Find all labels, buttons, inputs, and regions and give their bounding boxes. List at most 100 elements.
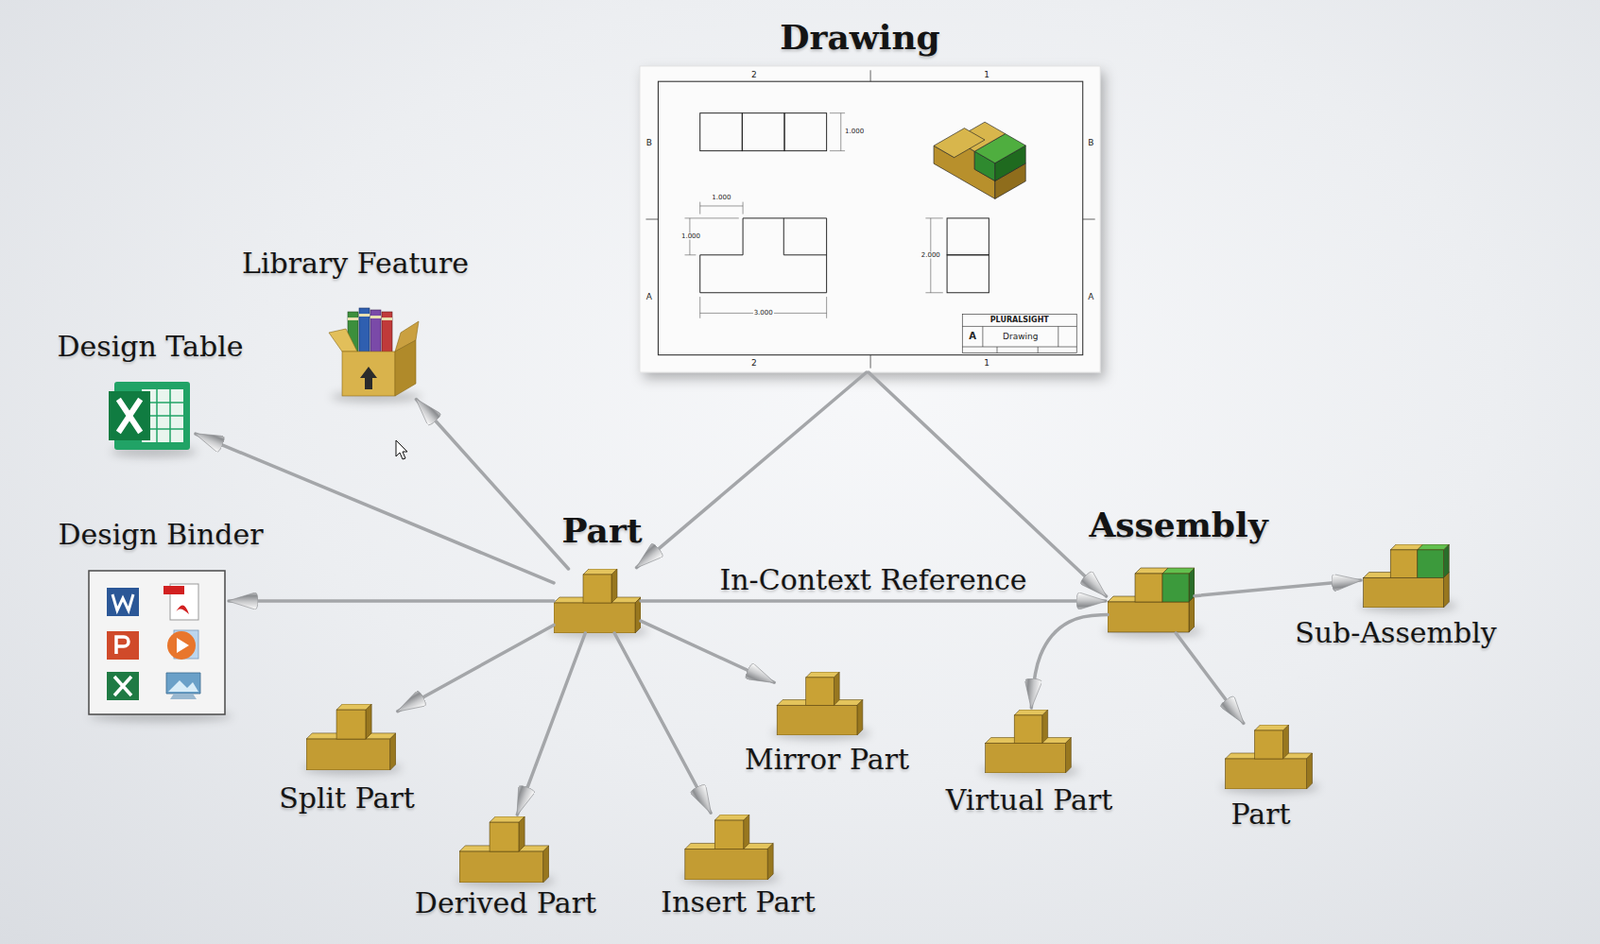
dimension-lines: [840, 113, 842, 152]
dimension-lines: [685, 254, 697, 256]
dimension-lines: [700, 205, 743, 207]
binder-panel-icon: [112, 594, 134, 611]
part-figures: [1225, 724, 1313, 790]
sheet-annotation: B: [646, 138, 653, 148]
dimension-lines: [685, 113, 944, 319]
part-figures: [459, 816, 550, 883]
binder-panel-icon: [175, 604, 190, 615]
binder-panel-icon: [114, 676, 132, 696]
insert-part-node: Insert Part: [684, 814, 775, 880]
dimension-lines: [742, 202, 744, 215]
part-figures: [985, 709, 1072, 774]
zone-ticks: [645, 219, 658, 221]
sheet-annotation: Drawing: [1002, 332, 1038, 342]
top-view: [784, 113, 827, 152]
part-figures: [685, 814, 774, 880]
icon-shadows: [88, 391, 1458, 888]
connector-arrow: [636, 372, 867, 568]
isometric-view: [933, 128, 985, 158]
title-block: [962, 313, 1077, 353]
side-view: [946, 218, 989, 256]
sheet-annotation: PLURALSIGHT: [990, 316, 1050, 325]
connector-arrow: [228, 599, 554, 603]
derived-part-node: Derived Part: [459, 816, 550, 883]
connector-label: In-Context Reference: [719, 564, 1027, 598]
part-figures: [306, 544, 1449, 883]
front-view: [700, 218, 827, 293]
side-view: [946, 218, 989, 293]
excel-icon: [108, 381, 190, 450]
zone-ticks: [870, 69, 872, 82]
connector-arrow: [1031, 615, 1108, 708]
part-node: Part: [553, 568, 641, 634]
part-figures: [553, 568, 641, 634]
connector-arrow: [640, 620, 775, 683]
sheet-annotation: A: [1087, 292, 1094, 302]
connector-arrow: [868, 372, 1106, 597]
node-label: Part: [1230, 798, 1291, 832]
node-label: Part: [561, 511, 642, 551]
top-view: [700, 113, 827, 152]
dimension-lines: [829, 150, 845, 152]
library-box-icon: [359, 308, 370, 354]
connectors: [195, 372, 1361, 815]
binder-panel-icon: [170, 693, 197, 700]
zone-ticks: [645, 69, 1095, 368]
library-box-icon: [360, 366, 378, 390]
sheet-annotation: 1.000: [680, 233, 702, 241]
binder-panel-icon: [167, 631, 196, 660]
sheet-annotation: B: [1087, 138, 1094, 148]
library-box-icon: [381, 311, 393, 354]
title-block: [962, 313, 1077, 353]
connector-arrow: [415, 398, 568, 569]
sheet-annotation: 1.000: [711, 194, 731, 202]
side-view: [946, 255, 989, 293]
binder-panel-icon: [88, 570, 225, 715]
binder-panel-icon: [176, 637, 190, 654]
title-block: [981, 326, 983, 347]
node-label: Drawing: [779, 17, 941, 57]
dimension-lines: [699, 202, 701, 215]
design-binder-node: Design Binder: [86, 568, 227, 717]
drawing-sheet-figure: [657, 81, 1083, 355]
sheet-annotation: A: [968, 331, 977, 342]
node-label: Insert Part: [660, 886, 815, 920]
binder-panel-icon: [106, 587, 139, 617]
isometric-view: [933, 121, 1026, 199]
dimension-lines: [829, 112, 845, 114]
part-figures: [1363, 544, 1450, 608]
binder-panel-icon: [163, 585, 185, 595]
drawing-sheet-figure: [639, 66, 1101, 373]
node-label: Assembly: [1088, 505, 1268, 545]
sub-assembly-node: Sub-Assembly: [1362, 544, 1450, 608]
node-label: Library Feature: [241, 247, 469, 281]
title-block: [1037, 346, 1039, 353]
excel-icon: [120, 401, 139, 431]
part-figures: [776, 671, 863, 736]
library-box-icon: [347, 317, 359, 321]
node-label: Virtual Part: [946, 784, 1114, 818]
drawing-sheet-figure: [639, 66, 1101, 373]
binder-panel-icon: [166, 672, 201, 694]
node-label: Derived Part: [414, 887, 597, 921]
binder-panel-icon: [106, 671, 139, 701]
binder-panel-icon: [106, 631, 139, 660]
sheet-annotation: 1: [983, 359, 990, 368]
library-box-icon: [359, 313, 370, 317]
drawing-sheet: Drawing: [639, 66, 1101, 373]
sheet-annotation: 2.000: [920, 251, 942, 259]
dimension-lines: [925, 292, 943, 293]
title-block: [962, 326, 1077, 327]
node-label: Design Binder: [57, 518, 263, 552]
dimension-lines: [925, 217, 943, 219]
binder-panel-icon: [168, 680, 199, 692]
top-view: [700, 113, 743, 152]
title-block: [962, 346, 1077, 348]
connector-arrow: [195, 433, 554, 584]
binder-panel-icon: [116, 636, 129, 654]
library-box-icon: [328, 308, 419, 396]
dimension-lines: [685, 217, 740, 219]
sheet-annotation: 3.000: [753, 309, 775, 317]
